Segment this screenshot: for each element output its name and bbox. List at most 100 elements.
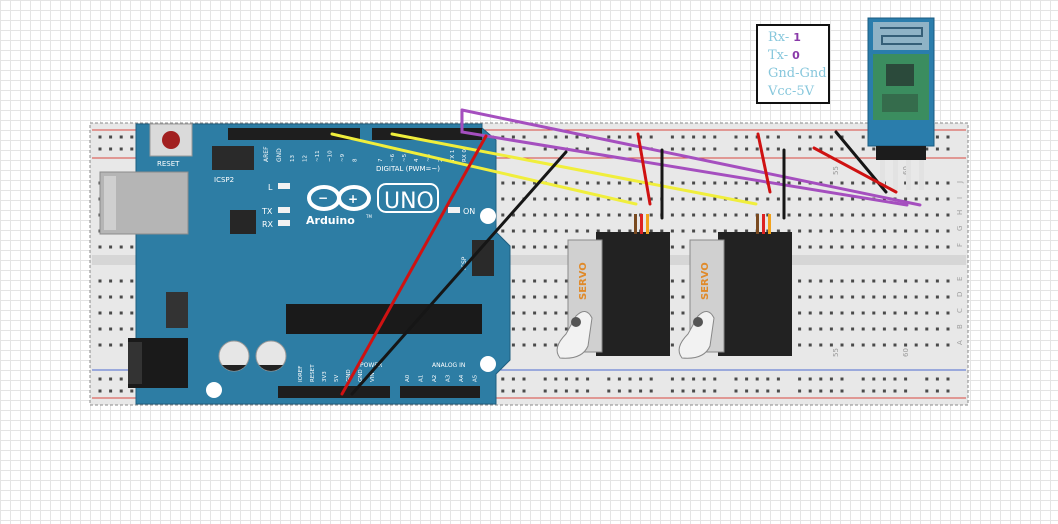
breadboard-hole	[851, 229, 855, 233]
row-letter: E	[956, 277, 964, 281]
breadboard-hole	[851, 197, 855, 201]
rail-hole	[702, 135, 706, 139]
servo-1: SERVO	[556, 214, 670, 359]
rail-hole	[776, 377, 780, 381]
wire-yellow-pin10-servo1	[330, 132, 638, 206]
rail-hole	[98, 377, 102, 381]
breadboard-hole	[670, 197, 674, 201]
logo-plus: +	[348, 192, 358, 206]
rail-hole	[755, 147, 759, 151]
breadboard-hole	[861, 213, 865, 217]
breadboard-hole	[681, 213, 685, 217]
breadboard-hole	[681, 229, 685, 233]
rail-hole	[893, 377, 897, 381]
breadboard-hole	[554, 181, 558, 185]
rail-hole	[766, 389, 770, 393]
pin-label: ~11	[315, 150, 321, 162]
rail-hole	[564, 389, 568, 393]
breadboard-hole	[564, 279, 568, 283]
rail-hole	[670, 147, 674, 151]
mounting-hole	[480, 208, 496, 224]
breadboard-hole	[914, 245, 918, 249]
wire-yellow-pin5-servo2	[390, 132, 758, 206]
breadboard-hole	[109, 279, 113, 283]
rail-hole	[522, 135, 526, 139]
rail-hole	[617, 135, 621, 139]
breadboard-hole	[840, 245, 844, 249]
rail-hole	[840, 389, 844, 393]
column-number-60-bottom: 60	[902, 348, 910, 357]
breadboard-hole	[872, 279, 876, 283]
rail-hole	[511, 377, 515, 381]
breadboard-hole	[564, 327, 568, 331]
breadboard-hole	[904, 295, 908, 299]
analog-header	[400, 386, 480, 398]
breadboard-hole	[893, 245, 897, 249]
rail-hole	[649, 389, 653, 393]
servo-2: SERVO	[678, 214, 792, 359]
icsp2-header	[212, 146, 254, 170]
rail-hole	[745, 377, 749, 381]
rail-hole	[819, 377, 823, 381]
breadboard-hole	[904, 327, 908, 331]
breadboard-hole	[935, 279, 939, 283]
breadboard-hole	[904, 245, 908, 249]
pin-label: A1	[419, 375, 425, 382]
rail-hole	[109, 135, 113, 139]
breadboard-hole	[946, 213, 950, 217]
breadboard-hole	[596, 197, 600, 201]
rail-hole	[819, 147, 823, 151]
rail-hole	[543, 147, 547, 151]
legend-label: Gnd-Gnd	[768, 66, 827, 81]
breadboard-hole	[935, 245, 939, 249]
breadboard-hole	[819, 311, 823, 315]
led-on	[448, 207, 460, 213]
row-letter: J	[956, 181, 964, 184]
pin-label: ~6	[390, 153, 396, 162]
bt-pin	[919, 160, 924, 190]
breadboard-hole	[798, 279, 802, 283]
breadboard-hole	[935, 327, 939, 331]
breadboard-hole	[808, 213, 812, 217]
pin-label: 3V3	[322, 371, 328, 382]
rail-hole	[501, 147, 505, 151]
dc-power-jack-front	[128, 342, 142, 384]
led-l	[278, 183, 290, 189]
pin-label: ~10	[328, 150, 334, 162]
breadboard-hole	[851, 181, 855, 185]
breadboard-hole	[893, 311, 897, 315]
breadboard-hole	[829, 327, 833, 331]
breadboard-hole	[925, 279, 929, 283]
breadboard-hole	[670, 229, 674, 233]
rail-hole	[119, 389, 123, 393]
rail-hole	[935, 147, 939, 151]
brand-label: Arduino	[306, 214, 355, 227]
rail-hole	[946, 377, 950, 381]
rail-hole	[119, 147, 123, 151]
rail-hole	[798, 135, 802, 139]
rail-hole	[861, 377, 865, 381]
legend-row-vcc: Vcc-5V	[768, 83, 828, 101]
breadboard-hole	[533, 229, 537, 233]
breadboard-hole	[98, 245, 102, 249]
breadboard-hole	[681, 311, 685, 315]
rail-hole	[575, 377, 579, 381]
rail-hole	[639, 389, 643, 393]
rail-hole	[702, 377, 706, 381]
legend-value: 1	[793, 31, 801, 44]
gnd-label: GND	[276, 148, 283, 162]
rail-hole	[681, 135, 685, 139]
icsp-header	[472, 240, 494, 276]
breadboard-hole	[935, 213, 939, 217]
breadboard-hole	[819, 327, 823, 331]
breadboard-hole	[119, 311, 123, 315]
breadboard-hole	[564, 213, 568, 217]
servo-1-horn-hub	[571, 317, 581, 327]
rail-hole	[522, 389, 526, 393]
rail-hole	[745, 135, 749, 139]
rail-hole	[734, 377, 738, 381]
rail-hole	[840, 377, 844, 381]
rail-hole	[755, 389, 759, 393]
breadboard-hole	[533, 197, 537, 201]
